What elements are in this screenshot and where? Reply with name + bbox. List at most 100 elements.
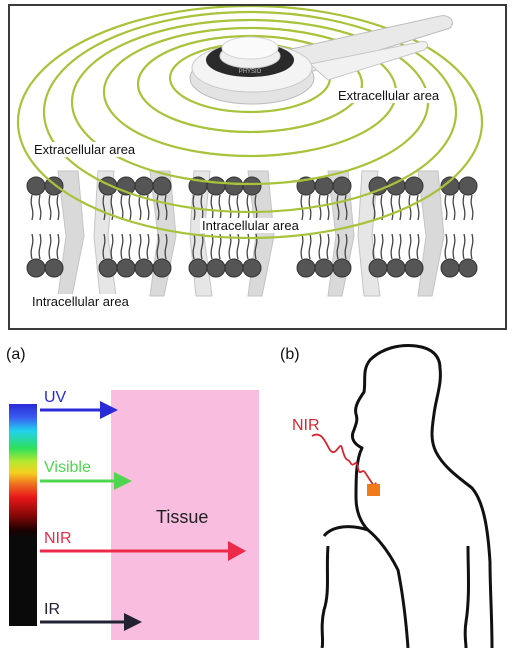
lipid-tail: [146, 233, 150, 260]
lipid-tail: [210, 194, 214, 221]
lipid-tail: [398, 194, 402, 221]
lipid-tail: [138, 194, 142, 221]
lipid-head: [458, 258, 478, 278]
lipid-head: [188, 258, 208, 278]
lipid-tail: [228, 194, 232, 221]
ir-label: IR: [44, 601, 60, 618]
lipid-tail: [138, 233, 142, 260]
lipid-head: [404, 176, 424, 196]
lipid-tail: [300, 233, 304, 260]
lipid-tail: [408, 233, 412, 260]
label-extracellular-left: Extracellular area: [32, 142, 138, 157]
device: PHYSIO: [189, 15, 453, 105]
lipid-tail: [30, 194, 34, 221]
lipid-head: [224, 258, 244, 278]
lipid-tail: [336, 233, 340, 260]
lipid-head: [332, 176, 352, 196]
lipid-head: [98, 176, 118, 196]
label-intracellular-center: Intracellular area: [200, 218, 301, 233]
lipid-head: [242, 176, 262, 196]
lipid-tail: [470, 233, 474, 260]
lipid-tail: [38, 233, 42, 260]
lipid-tail: [30, 233, 34, 260]
lipid-tail: [38, 194, 42, 221]
lipid-tail: [164, 194, 168, 221]
lipid-tail: [200, 194, 204, 221]
lipid-tail: [344, 194, 348, 221]
shoulder-left: [322, 525, 369, 538]
lipid-tail: [390, 194, 394, 221]
lipid-tail: [462, 233, 466, 260]
lipid-head: [44, 258, 64, 278]
lipid-tail: [254, 194, 258, 221]
uv-label: UV: [44, 389, 67, 406]
uv-arrow: [40, 401, 118, 419]
lipid-tail: [218, 194, 222, 221]
body-diagram: NIR: [292, 344, 494, 648]
lipid-tail: [210, 233, 214, 260]
lipid-tail: [120, 194, 124, 221]
lipid-tail: [48, 194, 52, 221]
spectrum-bar: [9, 404, 37, 626]
lipid-head: [116, 258, 136, 278]
lipid-head: [134, 258, 154, 278]
lipid-tail: [452, 194, 456, 221]
lipid-head: [26, 258, 46, 278]
lipid-head: [224, 176, 244, 196]
lipid-tail: [326, 233, 330, 260]
lipid-tail: [56, 194, 60, 221]
lipid-head: [404, 258, 424, 278]
arm-outline-right: [463, 545, 470, 648]
lipid-tail: [408, 194, 412, 221]
lipid-tail: [200, 233, 204, 260]
panel-b-letter: (b): [280, 346, 300, 363]
lipid-head: [134, 176, 154, 196]
arm-outline-left: [320, 545, 330, 648]
lipid-tail: [318, 233, 322, 260]
lipid-tail: [110, 194, 114, 221]
lipid-head: [152, 258, 172, 278]
lipid-tail: [110, 233, 114, 260]
lipid-head: [314, 176, 334, 196]
lipid-head: [206, 258, 226, 278]
lipid-tail: [246, 194, 250, 221]
body-outline: [350, 344, 494, 648]
lipid-head: [206, 176, 226, 196]
tissue-label: Tissue: [156, 507, 208, 527]
lipid-tail: [444, 233, 448, 260]
ir-arrow: [40, 613, 142, 631]
membrane-diagram-panel: PHYSIO Extracellular area Extracellular …: [8, 4, 507, 330]
lipid-tail: [254, 233, 258, 260]
lipid-tail: [452, 233, 456, 260]
lipid-tail: [48, 233, 52, 260]
lipid-tail: [120, 233, 124, 260]
lipid-head: [26, 176, 46, 196]
lipid-tail: [372, 194, 376, 221]
nir-body-label: NIR: [292, 417, 320, 434]
lipid-head: [440, 258, 460, 278]
lipid-tail: [372, 233, 376, 260]
lipid-tail: [236, 194, 240, 221]
visible-label: Visible: [44, 459, 91, 476]
tissue-block: [111, 390, 259, 640]
lipid-tail: [444, 194, 448, 221]
spectrum-diagram: UV Visible NIR IR Tissue: [9, 389, 259, 640]
lipid-tail: [318, 194, 322, 221]
lipid-tail: [336, 194, 340, 221]
lipid-head: [368, 258, 388, 278]
lipid-tail: [308, 233, 312, 260]
lipid-tail: [156, 233, 160, 260]
lipid-tail: [470, 194, 474, 221]
lipid-head: [314, 258, 334, 278]
membrane-diagram-graphic: PHYSIO: [16, 6, 484, 297]
lipid-tail: [462, 194, 466, 221]
panel-a-letter: (a): [6, 346, 26, 363]
lipid-tail: [56, 233, 60, 260]
lipid-tail: [156, 194, 160, 221]
lipid-tail: [246, 233, 250, 260]
lipid-head: [296, 258, 316, 278]
lipid-tail: [344, 233, 348, 260]
label-extracellular-right: Extracellular area: [336, 88, 442, 103]
lipid-tail: [102, 194, 106, 221]
lipid-bilayer: [26, 176, 478, 278]
